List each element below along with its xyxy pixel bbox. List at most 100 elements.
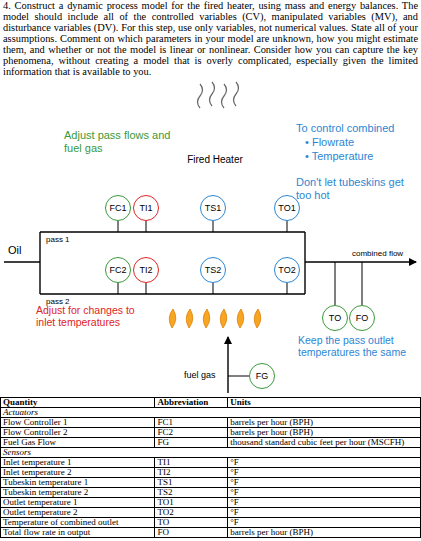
annotation-bullet: • Flowrate [305,136,415,149]
table-value: °F [230,467,239,477]
instrument-circle: TS2 [200,257,226,283]
table-cell: FC1 [155,418,228,428]
table-cell: barrels per hour (BPH) [228,528,421,538]
table-value: barrels per hour (BPH) [230,427,313,437]
instrument-tag: TS2 [205,265,222,275]
annotation: Don't let tubeskins get too hot [296,176,418,201]
table-row: Total flow rate in outputFObarrels per h… [1,528,421,538]
stream-label: fuel gas [184,370,226,380]
table-cell: barrels per hour (BPH) [228,418,421,428]
table-cell: barrels per hour (BPH) [228,428,421,438]
stream-label: Oil [8,244,38,257]
table-value: Outlet temperature 2 [3,507,77,517]
table-value: TI2 [157,467,170,477]
table-cell: TS1 [155,478,228,488]
table-value: Outlet temperature 1 [3,497,77,507]
annotation: Keep the pass outlet temperatures the sa… [298,334,419,358]
table-row: Quantity Abbreviation Units [1,398,421,408]
annotation: Adjust pass flows and fuel gas [64,129,176,154]
table-row: Outlet temperature 1 TO1 °F [1,498,421,508]
table-cell: Tubeskin temperature 1 [1,478,155,488]
table-value: °F [230,507,239,517]
instrument-circle: TI1 [133,195,159,221]
table-cell: Flow Controller 1 [1,418,155,428]
table-value: TS2 [157,487,172,497]
table-value: °F [230,457,239,467]
table-value: Inlet temperature 1 [3,457,71,467]
table-value: barrels per hour (BPH) [230,417,313,427]
table-value: °F [230,487,239,497]
table-cell: °F [228,508,421,518]
table-value: Flow Controller 1 [3,417,68,427]
column-header: Units [230,397,251,407]
table-row: Inlet temperature 2TI2 °F [1,468,421,478]
table-cell: thousand standard cubic feet per hour (M… [228,438,421,448]
smoke [198,82,239,108]
section-heading: Actuators [3,407,38,417]
table-cell: Temperature of combined outlet [1,518,155,528]
instrument-circle: FC1 [105,195,131,221]
burner-flames [169,309,261,328]
table-row: Flow Controller 2FC2barrels per hour (BP… [1,428,421,438]
table-cell: TI1 [155,458,228,468]
table-value: Tubeskin temperature 2 [3,487,88,497]
table-cell: Tubeskin temperature 2 [1,488,155,498]
table-value: Total flow rate in output [3,527,90,537]
table-value: °F [230,477,239,487]
instrument-circle: FG [249,363,275,389]
table-value: TO1 [157,497,173,507]
stream-label: combined flow [352,249,418,258]
instrument-tag: FO [356,313,369,323]
instrument-tag: TI1 [139,203,152,213]
table-value: barrels per hour (BPH) [230,527,313,537]
section-heading: Sensors [3,447,31,457]
table-row: Temperature of combined outletTO°F [1,518,421,528]
table-cell: Actuators [1,408,421,418]
table-cell: TI2 [155,468,228,478]
instrument-circle: TO2 [274,257,300,283]
table-row: Tubeskin temperature 1 TS1 °F [1,478,421,488]
table-value: Flow Controller 2 [3,427,68,437]
table-value: FC1 [157,417,173,427]
instrument-tag: FC1 [109,203,126,213]
table-row: Inlet temperature 1 TI1 °F [1,458,421,468]
table-value: TS1 [157,477,172,487]
instrument-tag: FC2 [109,265,126,275]
table-value: Tubeskin temperature 1 [3,477,88,487]
table-value: TO2 [157,507,173,517]
table-row: Tubeskin temperature 2 TS2 °F [1,488,421,498]
table-value: °F [230,517,239,527]
table-cell: Units [228,398,421,408]
instrument-tag: TS1 [205,203,222,213]
instrument-circle: TS1 [200,195,226,221]
table-cell: Abbreviation [155,398,228,408]
instrument-tag: TO2 [278,265,295,275]
annotation-bullet: • Temperature [305,150,415,163]
instrument-tag: FG [256,371,269,381]
table-cell: Inlet temperature 2 [1,468,155,478]
table-row: Outlet temperature 2 TO2 °F [1,508,421,518]
table-cell: TO2 [155,508,228,518]
instrument-tag: TO1 [278,203,295,213]
table-cell: TO1 [155,498,228,508]
table-row: Fuel Gas FlowFGthousand standard cubic f… [1,438,421,448]
heater-outline [150,108,280,334]
table-value: °F [230,497,239,507]
table-row: Actuators [1,408,421,418]
table-value: TI1 [157,457,170,467]
table-value: FG [157,437,169,447]
table-cell: °F [228,498,421,508]
heater-label: Fired Heater [184,154,246,165]
table-cell: Sensors [1,448,421,458]
column-header: Abbreviation [157,397,208,407]
column-header: Quantity [3,397,38,407]
table-cell: °F [228,488,421,498]
table-cell: °F [228,518,421,528]
instrument-circle: TI2 [133,257,159,283]
instrument-circle: TO [322,305,348,331]
table-cell: Outlet temperature 2 [1,508,155,518]
table-cell: Total flow rate in output [1,528,155,538]
table-cell: Quantity [1,398,155,408]
instrument-tag: TO [329,313,341,323]
table-cell: TO [155,518,228,528]
